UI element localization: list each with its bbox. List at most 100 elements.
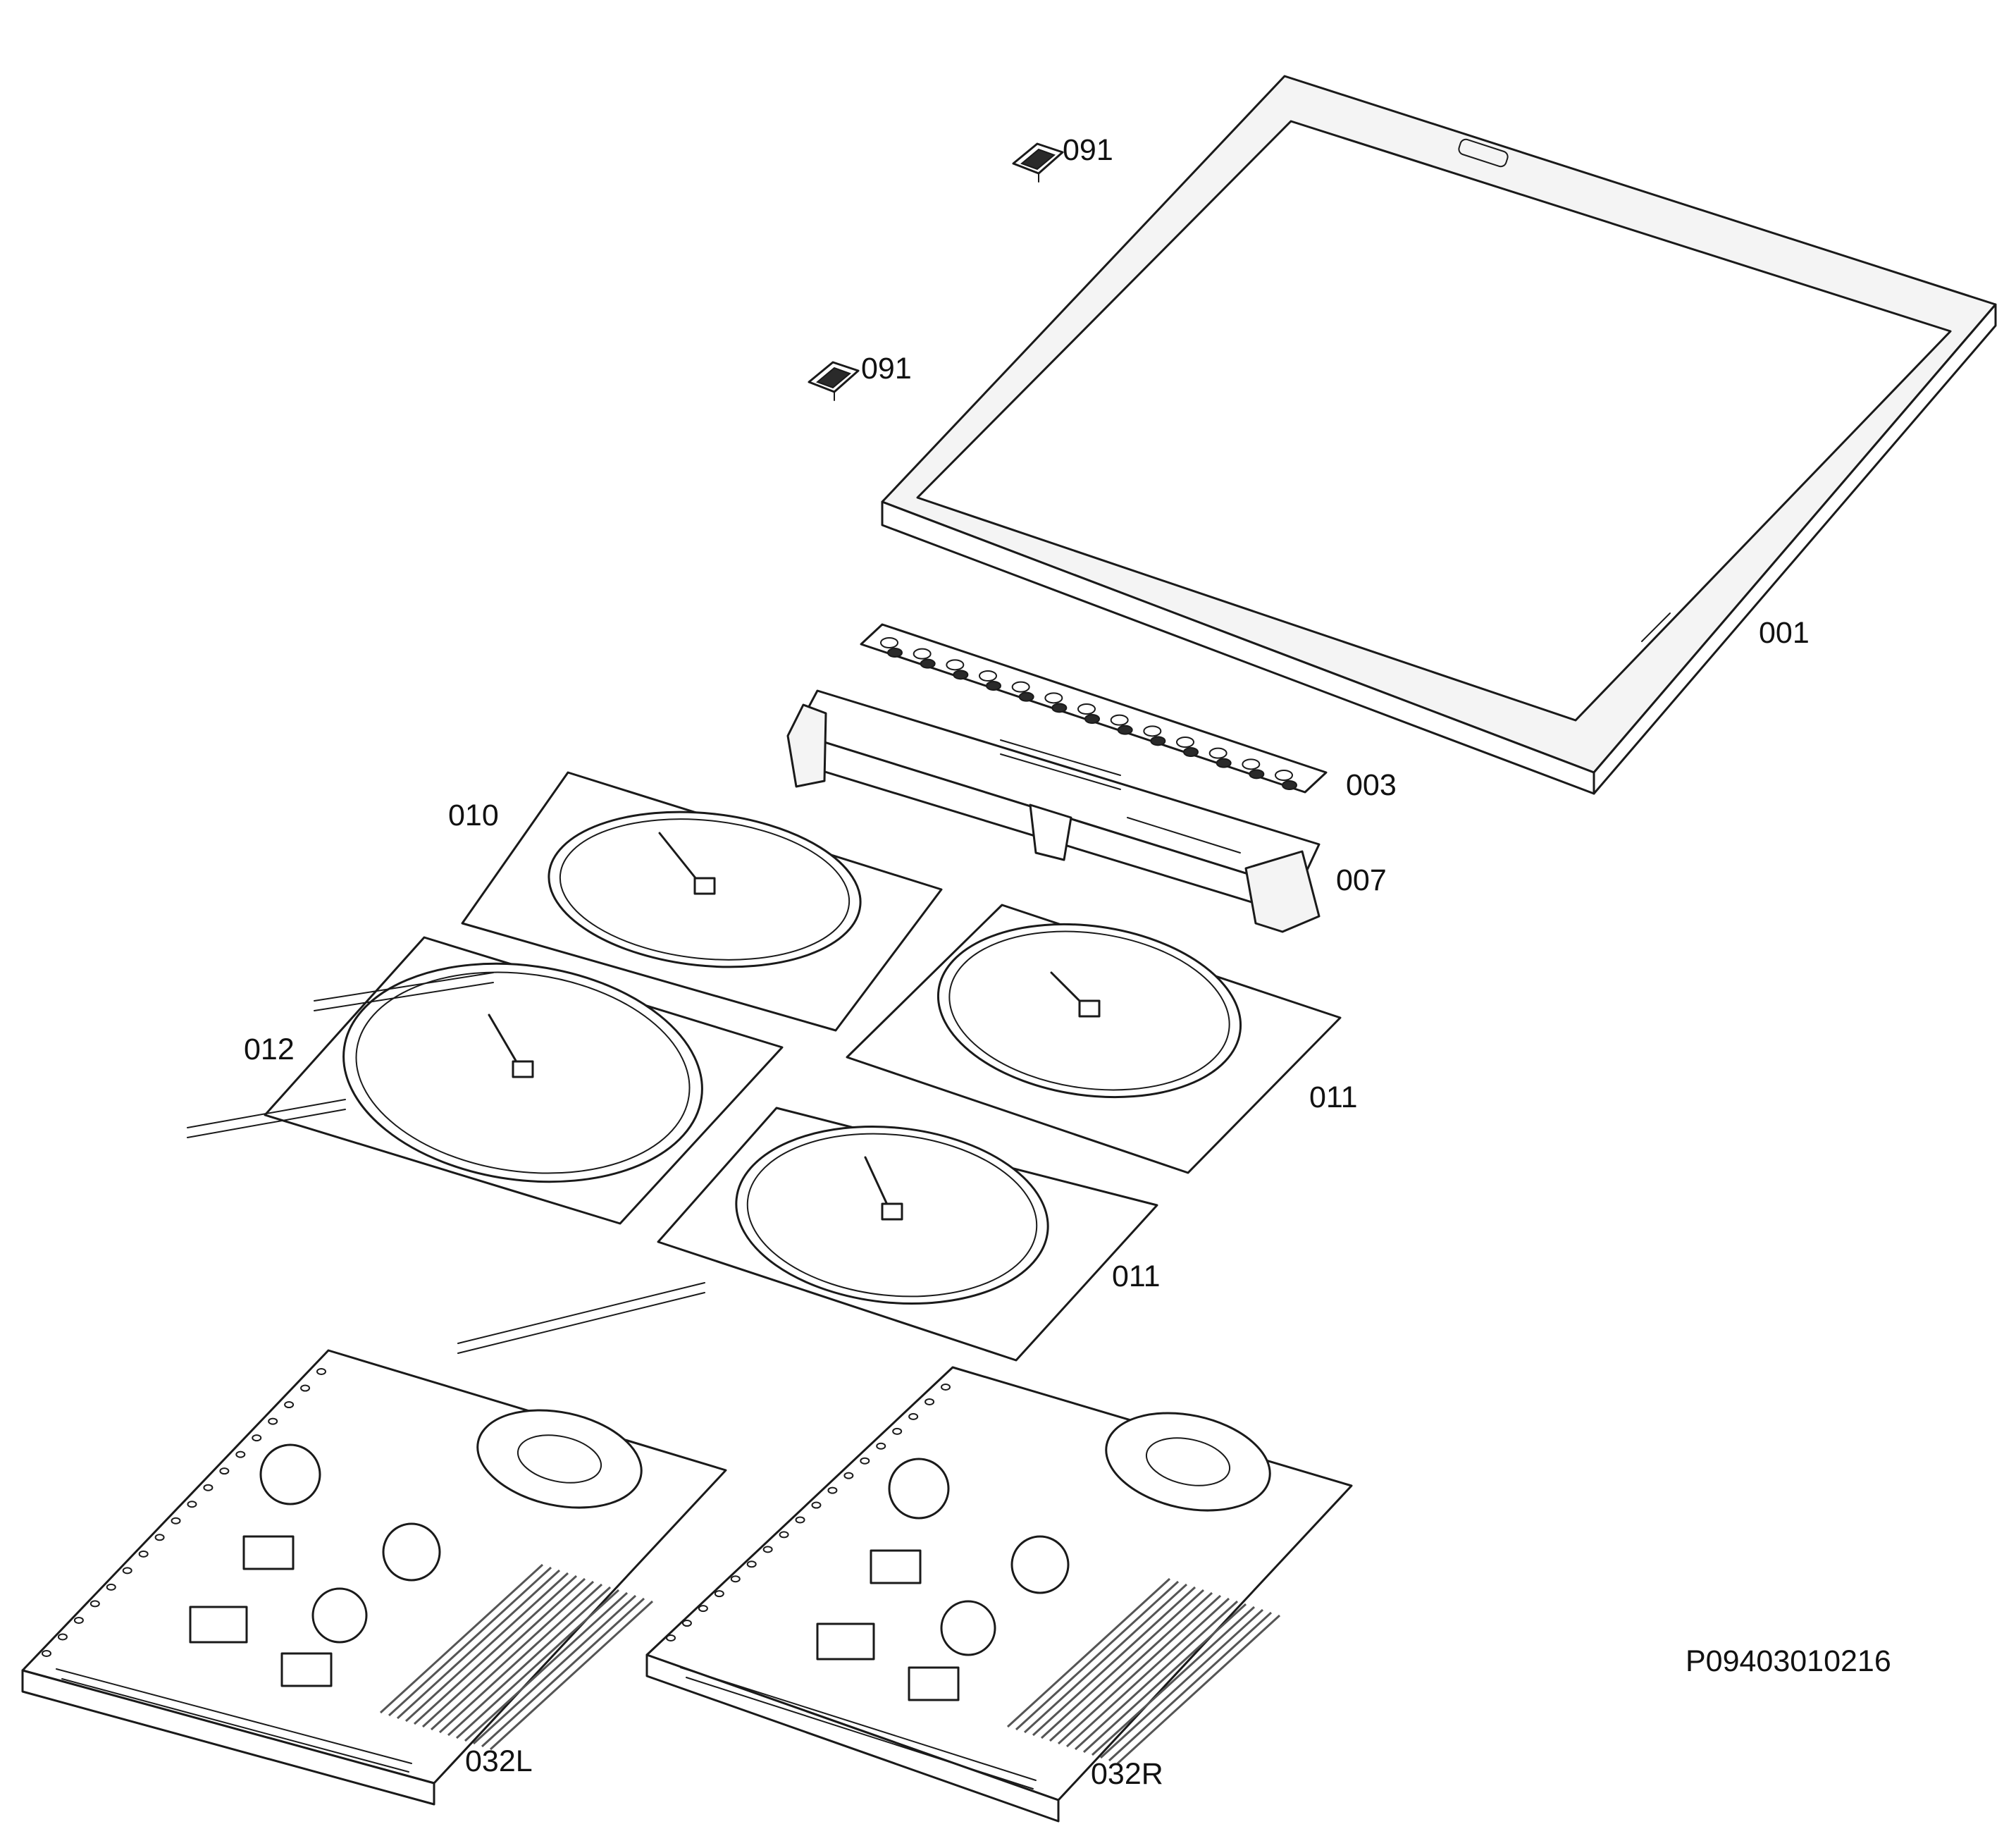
rail-hole	[138, 1550, 149, 1558]
foil-key	[1242, 758, 1261, 770]
foil-key	[1176, 737, 1194, 748]
drawing-code: P09403010216	[1686, 1644, 1891, 1678]
rail-hole	[714, 1590, 724, 1598]
rail-hole	[924, 1398, 935, 1405]
rail-hole	[941, 1384, 951, 1391]
heatsink-fin	[1049, 1591, 1213, 1742]
rail-hole	[316, 1368, 326, 1375]
power-board-right	[645, 1366, 1353, 1823]
heater-plate-front	[457, 1107, 1158, 1362]
part-label-091-upper: 091	[1063, 133, 1113, 167]
foil-key-dot	[1282, 780, 1297, 790]
rail-hole	[57, 1633, 68, 1641]
part-label-003: 003	[1346, 768, 1397, 802]
heatsink-fin	[1065, 1597, 1230, 1748]
rail-hole	[795, 1516, 805, 1524]
rail-hole	[876, 1442, 886, 1450]
rail-hole	[666, 1634, 676, 1641]
rail-hole	[203, 1484, 214, 1491]
rail-hole	[681, 1620, 692, 1627]
foil-key	[946, 659, 965, 671]
foil-key-dot	[1084, 714, 1100, 724]
rail-hole	[300, 1384, 311, 1392]
power-board-left	[21, 1349, 727, 1806]
foil-key-dot	[887, 648, 903, 658]
heatsink-fin	[388, 1566, 552, 1717]
rail-hole	[154, 1534, 165, 1541]
rail-hole	[73, 1616, 84, 1624]
heatsink-fin	[404, 1572, 569, 1723]
heatsink-fin	[1057, 1594, 1222, 1745]
heatsink-fin	[430, 1580, 595, 1731]
heatsink-fin	[1023, 1583, 1188, 1734]
rail-hole	[811, 1501, 822, 1509]
control-foil	[860, 623, 1328, 794]
part-label-032R: 032R	[1091, 1757, 1163, 1791]
foil-key	[1077, 703, 1096, 715]
heatsink-fin	[1116, 1614, 1281, 1765]
heatsink-fin	[1082, 1603, 1247, 1754]
rail-hole	[892, 1427, 903, 1435]
rail-hole	[106, 1583, 116, 1591]
heatsink-fin	[464, 1591, 629, 1742]
foil-key	[1044, 692, 1063, 704]
part-label-091-lower: 091	[861, 352, 912, 386]
foil-key-dot	[920, 658, 936, 669]
heatsink-fin	[489, 1600, 654, 1751]
rail-hole	[860, 1457, 870, 1465]
rail-hole	[762, 1546, 773, 1553]
foil-key	[1143, 725, 1162, 737]
heatsink-fin	[447, 1586, 612, 1737]
heater-plate-right-rear	[846, 904, 1342, 1174]
heatsink-fin	[472, 1594, 637, 1745]
heatsink-fin	[379, 1563, 544, 1714]
heater-plate-large	[187, 936, 784, 1225]
part-label-010: 010	[448, 799, 499, 832]
heatsink-fin	[481, 1597, 645, 1748]
foil-key-dot	[1018, 691, 1034, 702]
rail-hole	[187, 1501, 197, 1508]
heatsink-fin	[1091, 1606, 1256, 1756]
foil-key-dot	[1117, 725, 1133, 735]
rail-hole	[89, 1600, 100, 1608]
heatsink-fin	[1006, 1577, 1171, 1728]
bracket-upper	[1012, 142, 1064, 183]
heatsink-fin	[413, 1575, 578, 1725]
part-label-011-front: 011	[1112, 1259, 1161, 1293]
control-holder	[786, 689, 1321, 933]
part-label-011-rear: 011	[1309, 1080, 1358, 1114]
foil-key	[1110, 714, 1129, 726]
rail-hole	[284, 1401, 295, 1409]
rail-hole	[235, 1450, 246, 1458]
foil-key	[913, 648, 932, 660]
foil-key-dot	[953, 670, 969, 680]
foil-key	[1275, 770, 1293, 781]
rail-hole	[746, 1560, 757, 1568]
foil-key-dot	[1249, 769, 1265, 780]
foil-key-dot	[1150, 736, 1166, 746]
foil-key-dot	[1051, 703, 1068, 713]
foil-key-dot	[986, 681, 1001, 691]
rail-hole	[698, 1605, 708, 1613]
part-label-032L: 032L	[465, 1744, 533, 1778]
glass-top-panel	[881, 75, 1997, 795]
heatsink-fin	[455, 1589, 620, 1739]
rail-hole	[843, 1472, 854, 1479]
part-label-001: 001	[1759, 616, 1810, 650]
foil-key	[880, 637, 898, 648]
heatsink-fin	[421, 1577, 586, 1728]
heatsink-fin	[438, 1583, 603, 1734]
rail-hole	[219, 1467, 230, 1475]
rail-hole	[252, 1434, 262, 1442]
rail-hole	[908, 1412, 919, 1420]
heatsink-fin	[1032, 1586, 1196, 1737]
rail-hole	[779, 1531, 789, 1539]
heatsink-fin	[1040, 1589, 1205, 1739]
rail-hole	[171, 1517, 181, 1524]
foil-key-dot	[1216, 758, 1232, 768]
heatsink-fin	[1099, 1608, 1264, 1759]
part-label-007: 007	[1336, 863, 1387, 897]
heatsink-fin	[396, 1569, 561, 1720]
